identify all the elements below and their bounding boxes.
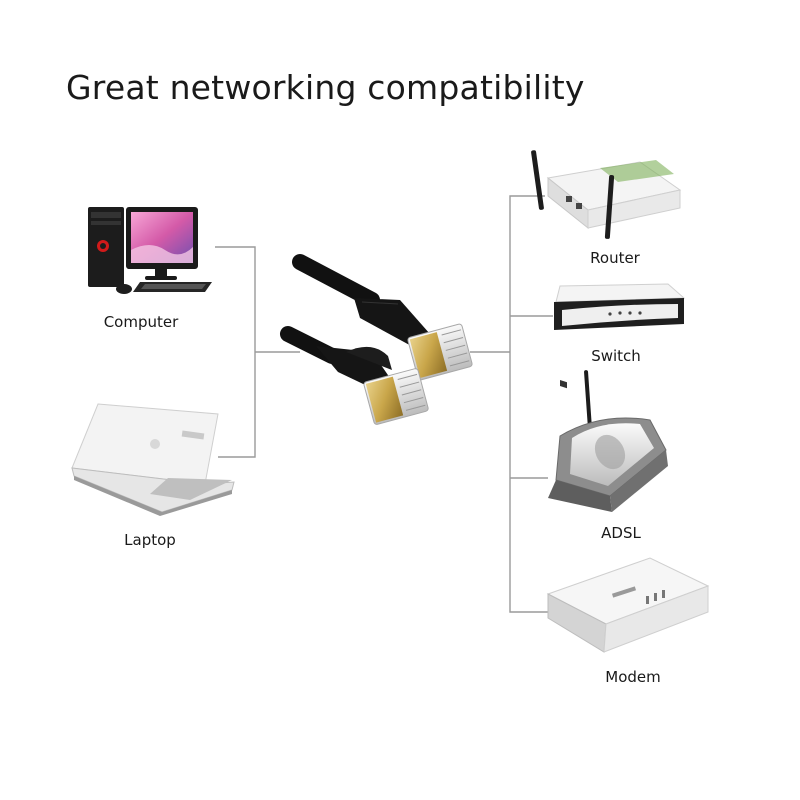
device-label-router: Router: [590, 249, 640, 267]
right-connector-lines: [470, 195, 553, 613]
device-label-switch: Switch: [591, 347, 641, 365]
device-label-modem: Modem: [605, 668, 661, 686]
router-icon: [531, 150, 682, 389]
device-label-adsl: ADSL: [601, 524, 641, 542]
laptop-icon: [71, 403, 235, 516]
modem-icon: [546, 557, 710, 653]
ethernet-cable-icon: [280, 254, 473, 425]
diagram-title: Great networking compatibility: [66, 68, 585, 107]
network-switch-icon: [554, 283, 686, 330]
left-connector-lines: [215, 246, 300, 458]
device-label-computer: Computer: [103, 313, 179, 331]
device-label-laptop: Laptop: [124, 531, 176, 549]
desktop-computer-icon: [88, 207, 212, 294]
adsl-modem-icon: [548, 370, 668, 512]
